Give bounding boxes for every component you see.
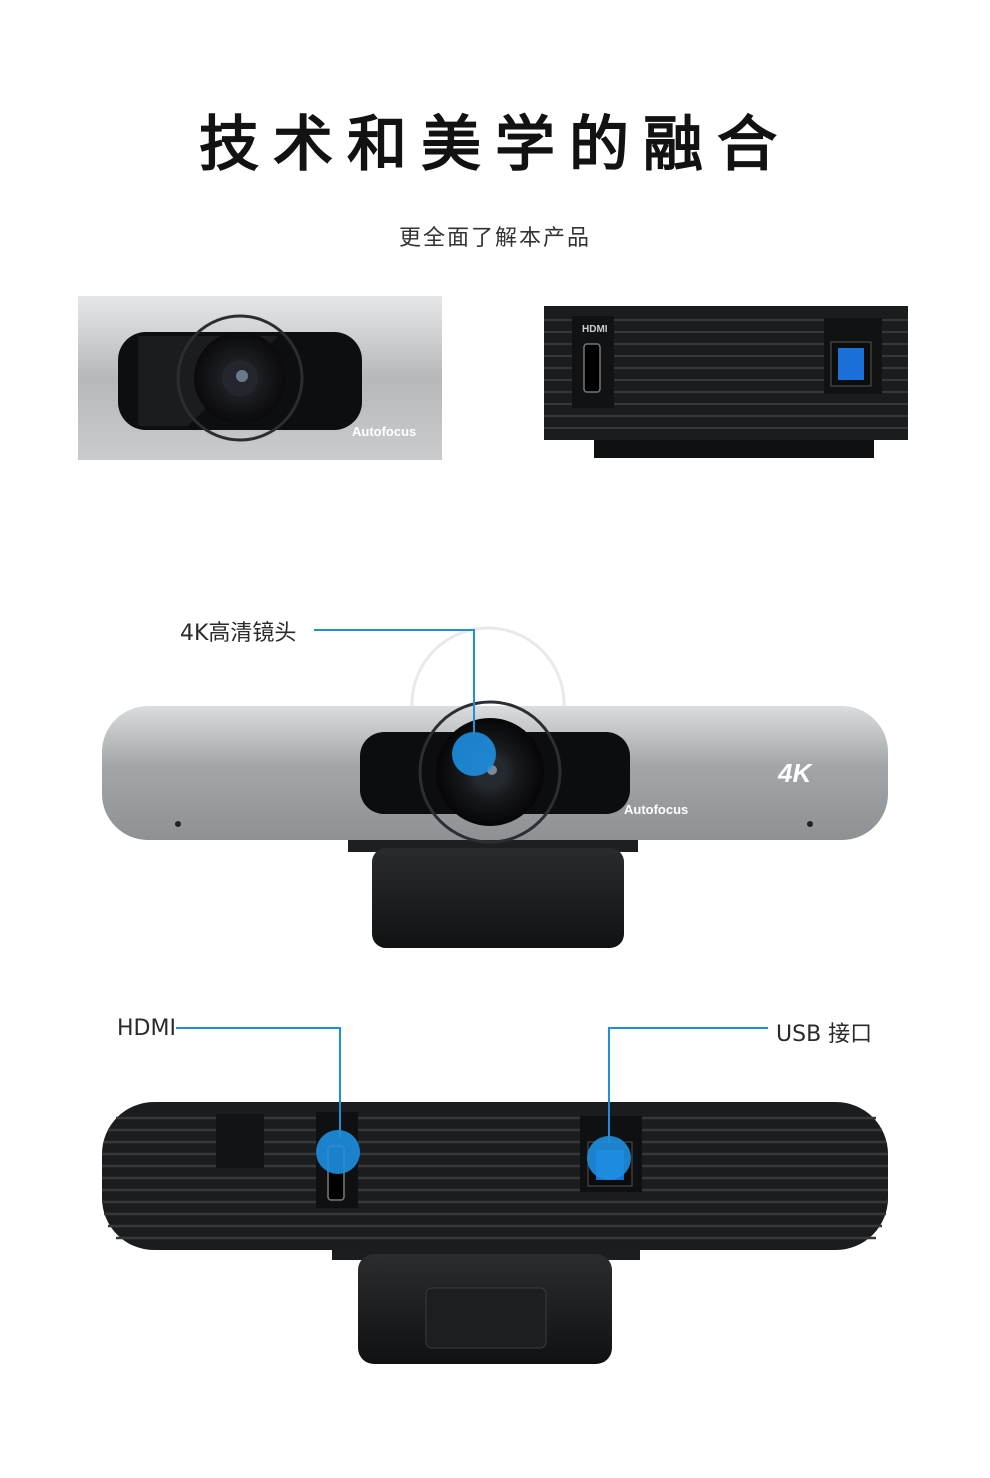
lens-highlight xyxy=(452,732,496,776)
front-view-brand: Autofocus xyxy=(624,802,688,817)
lens-callout-line xyxy=(314,629,475,734)
hdmi-callout-label: HDMI xyxy=(117,1016,176,1041)
rear-view-image xyxy=(102,1027,888,1364)
front-view-4k-badge: 4K xyxy=(777,758,813,788)
usb-callout-label: USB 接口 xyxy=(776,1022,873,1047)
usb-highlight xyxy=(587,1136,631,1180)
page-subtitle: 更全面了解本产品 xyxy=(398,226,591,251)
front-view-image: Autofocus 4K xyxy=(102,626,888,948)
page-title: 技术和美学的融合 xyxy=(199,110,791,180)
hdmi-highlight xyxy=(316,1130,360,1174)
lens-callout-label: 4K高清镜头 xyxy=(180,621,297,646)
rear-closeup-image: HDMI xyxy=(544,306,908,458)
front-closeup-brand: Autofocus xyxy=(352,424,416,439)
front-closeup-image: Autofocus xyxy=(78,296,442,460)
hdmi-callout-line xyxy=(176,1027,341,1138)
usb-callout-line xyxy=(608,1027,768,1142)
rear-closeup-hdmi-label: HDMI xyxy=(582,324,608,335)
